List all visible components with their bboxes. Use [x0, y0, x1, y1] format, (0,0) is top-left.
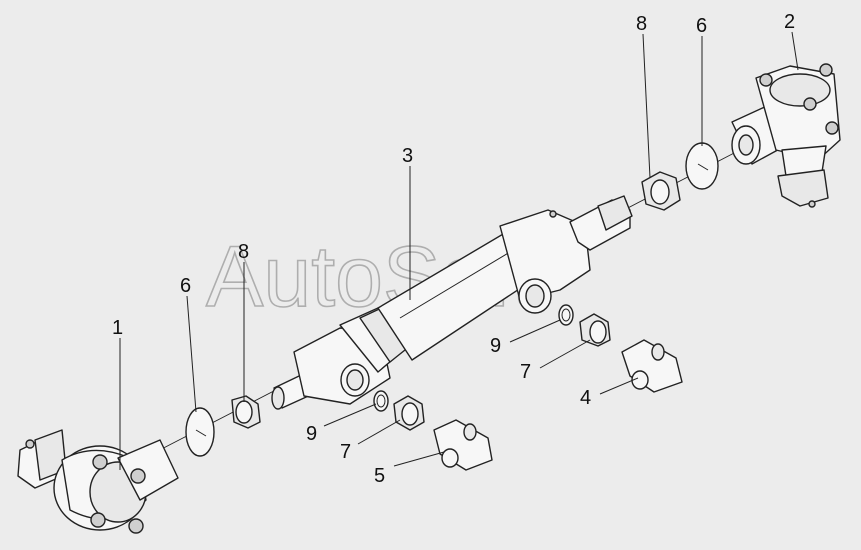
callout-7-lower: 7 [340, 441, 351, 463]
part-4-elbow-upper [621, 339, 683, 393]
callout-5: 5 [374, 465, 385, 487]
part-1-ball-joint-left [17, 429, 179, 534]
part-9-o-ring-lower [373, 390, 389, 412]
part-9-o-ring-upper [558, 304, 574, 326]
leader-lines [119, 31, 799, 470]
part-8-nut-left [231, 395, 261, 429]
callout-7-upper: 7 [520, 361, 531, 383]
part-2-ball-joint-right [731, 63, 841, 208]
callout-6-right: 6 [696, 15, 707, 37]
part-6-lock-washer-left [185, 407, 215, 457]
callout-8-right: 8 [636, 13, 647, 35]
callout-9-lower: 9 [306, 423, 317, 445]
callout-9-upper: 9 [490, 335, 501, 357]
part-6-lock-washer-right [685, 142, 719, 190]
callout-4: 4 [580, 387, 591, 409]
part-7-fitting-upper [579, 313, 611, 347]
part-3-cylinder [271, 195, 633, 410]
callout-3: 3 [402, 145, 413, 167]
callout-1: 1 [112, 317, 123, 339]
callout-2: 2 [784, 11, 795, 33]
callout-6-left: 6 [180, 275, 191, 297]
part-8-nut-right [641, 171, 681, 211]
callout-labels: 1 2 3 4 5 6 6 7 7 8 8 9 9 [112, 11, 795, 487]
part-7-fitting-lower [393, 395, 425, 431]
callout-8-left: 8 [238, 241, 249, 263]
part-5-elbow-lower [433, 419, 493, 471]
